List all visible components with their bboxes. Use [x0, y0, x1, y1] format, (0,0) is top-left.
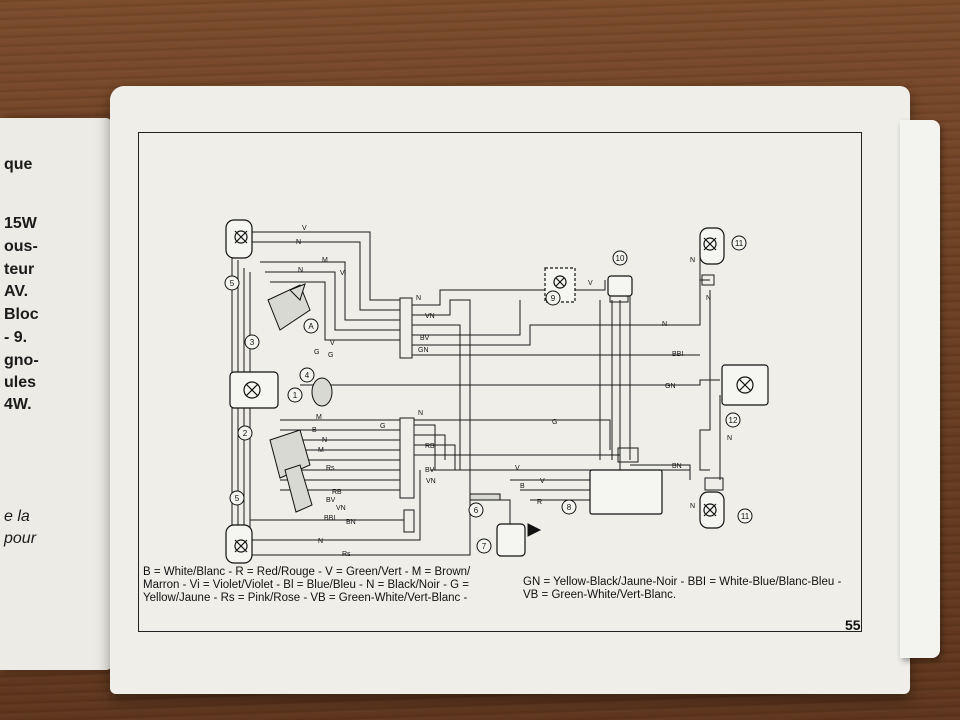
- wire-label: N: [322, 437, 327, 444]
- component-number: 10: [616, 254, 625, 263]
- wire-label: VN: [336, 505, 346, 512]
- left-page-line: e la: [4, 508, 30, 525]
- wire-label: N: [662, 321, 667, 328]
- page-edge: [900, 120, 940, 658]
- wire-label: G: [314, 349, 319, 356]
- legend-line: B = White/Blanc - R = Red/Rouge - V = Gr…: [143, 566, 471, 578]
- wire-label: BN: [672, 463, 682, 470]
- wire-label: N: [418, 410, 423, 417]
- wire-label: B: [312, 427, 317, 434]
- wire-label: BV: [420, 335, 430, 342]
- wire-label: BN: [346, 519, 356, 526]
- wire-label: N: [706, 295, 711, 302]
- legend-line: GN = Yellow-Black/Jaune-Noir - BBI = Whi…: [523, 576, 842, 588]
- wire-label: N: [318, 538, 323, 545]
- wire-label: R: [537, 499, 542, 506]
- wire-label: BBI: [672, 351, 683, 358]
- horn: [311, 377, 333, 407]
- wire-label: M: [318, 447, 324, 454]
- wire-label: N: [690, 503, 695, 510]
- wire-label: V: [302, 225, 307, 232]
- wire-label: GN: [418, 347, 429, 354]
- left-page-line: ous-: [4, 238, 38, 255]
- wire-label: RB: [425, 443, 435, 450]
- wire-label: N: [690, 257, 695, 264]
- wire-label: M: [322, 257, 328, 264]
- wire-label: V: [540, 478, 545, 485]
- component-number: 3: [250, 338, 255, 347]
- main-headlamp: [229, 371, 279, 409]
- component-number: 5: [230, 279, 235, 288]
- rear-light-lower: [699, 491, 725, 529]
- left-page-line: que: [4, 156, 33, 173]
- legend-line: Marron - Vi = Violet/Violet - Bl = Blue/…: [143, 579, 469, 591]
- wire-label: GN: [665, 383, 676, 390]
- left-page-line: teur: [4, 261, 35, 278]
- wire-label: BV: [326, 497, 336, 504]
- wire-label: M: [316, 414, 322, 421]
- wire-label: Vi: [340, 270, 347, 277]
- component-number: 11: [735, 239, 744, 248]
- component-number: 2: [243, 429, 248, 438]
- wire-label: V: [588, 280, 593, 287]
- left-page-line: gno-: [4, 352, 39, 369]
- component-number: 9: [551, 294, 556, 303]
- wire-label: VN: [426, 478, 436, 485]
- component-number: 6: [474, 506, 479, 515]
- left-page-line: Bloc: [4, 306, 39, 323]
- left-page-line: AV.: [4, 283, 29, 300]
- wiring-block: [589, 469, 663, 515]
- wire-label: N: [727, 435, 732, 442]
- diagram-frame: [138, 132, 862, 632]
- page-number: 55: [845, 617, 861, 633]
- wire-label: V: [515, 465, 520, 472]
- regulator: [496, 523, 526, 557]
- wire-label: BBI: [324, 515, 335, 522]
- relay: [607, 275, 633, 297]
- left-page-line: ules: [4, 374, 37, 391]
- wire-label: B: [520, 483, 525, 490]
- wire-label: N: [296, 239, 301, 246]
- component-number: 8: [567, 503, 572, 512]
- left-page-line: pour: [4, 530, 37, 547]
- wire-label: G: [328, 352, 333, 359]
- component-number: 5: [235, 494, 240, 503]
- wire-label: RB: [332, 489, 342, 496]
- legend-line: Yellow/Jaune - Rs = Pink/Rose - VB = Gre…: [143, 592, 468, 604]
- wire-label: Rs: [326, 465, 335, 472]
- wire-label: VN: [425, 313, 435, 320]
- left-page-line: 15W: [4, 215, 37, 232]
- wire-label: BV: [425, 467, 435, 474]
- wire-label: Rs: [342, 551, 351, 558]
- component-number: 11: [741, 512, 750, 521]
- component-number: 4: [305, 371, 310, 380]
- component-number: 1: [293, 391, 298, 400]
- component-number: 12: [729, 416, 738, 425]
- left-page-line: - 9.: [4, 329, 28, 346]
- wire-label: G: [552, 419, 557, 426]
- left-page-line: 4W.: [4, 396, 32, 413]
- component-number: 7: [482, 542, 487, 551]
- left-switch-block: [267, 284, 311, 331]
- legend-line: VB = Green-White/Vert-Blanc.: [523, 589, 677, 601]
- wire-label: N: [298, 267, 303, 274]
- marker-a: A: [308, 322, 314, 331]
- left-page: que 15W ous- teur AV. Bloc - 9. gno- ule…: [0, 118, 112, 670]
- wire-label: N: [416, 295, 421, 302]
- wire-label: G: [380, 423, 385, 430]
- wire-label: V: [330, 340, 335, 347]
